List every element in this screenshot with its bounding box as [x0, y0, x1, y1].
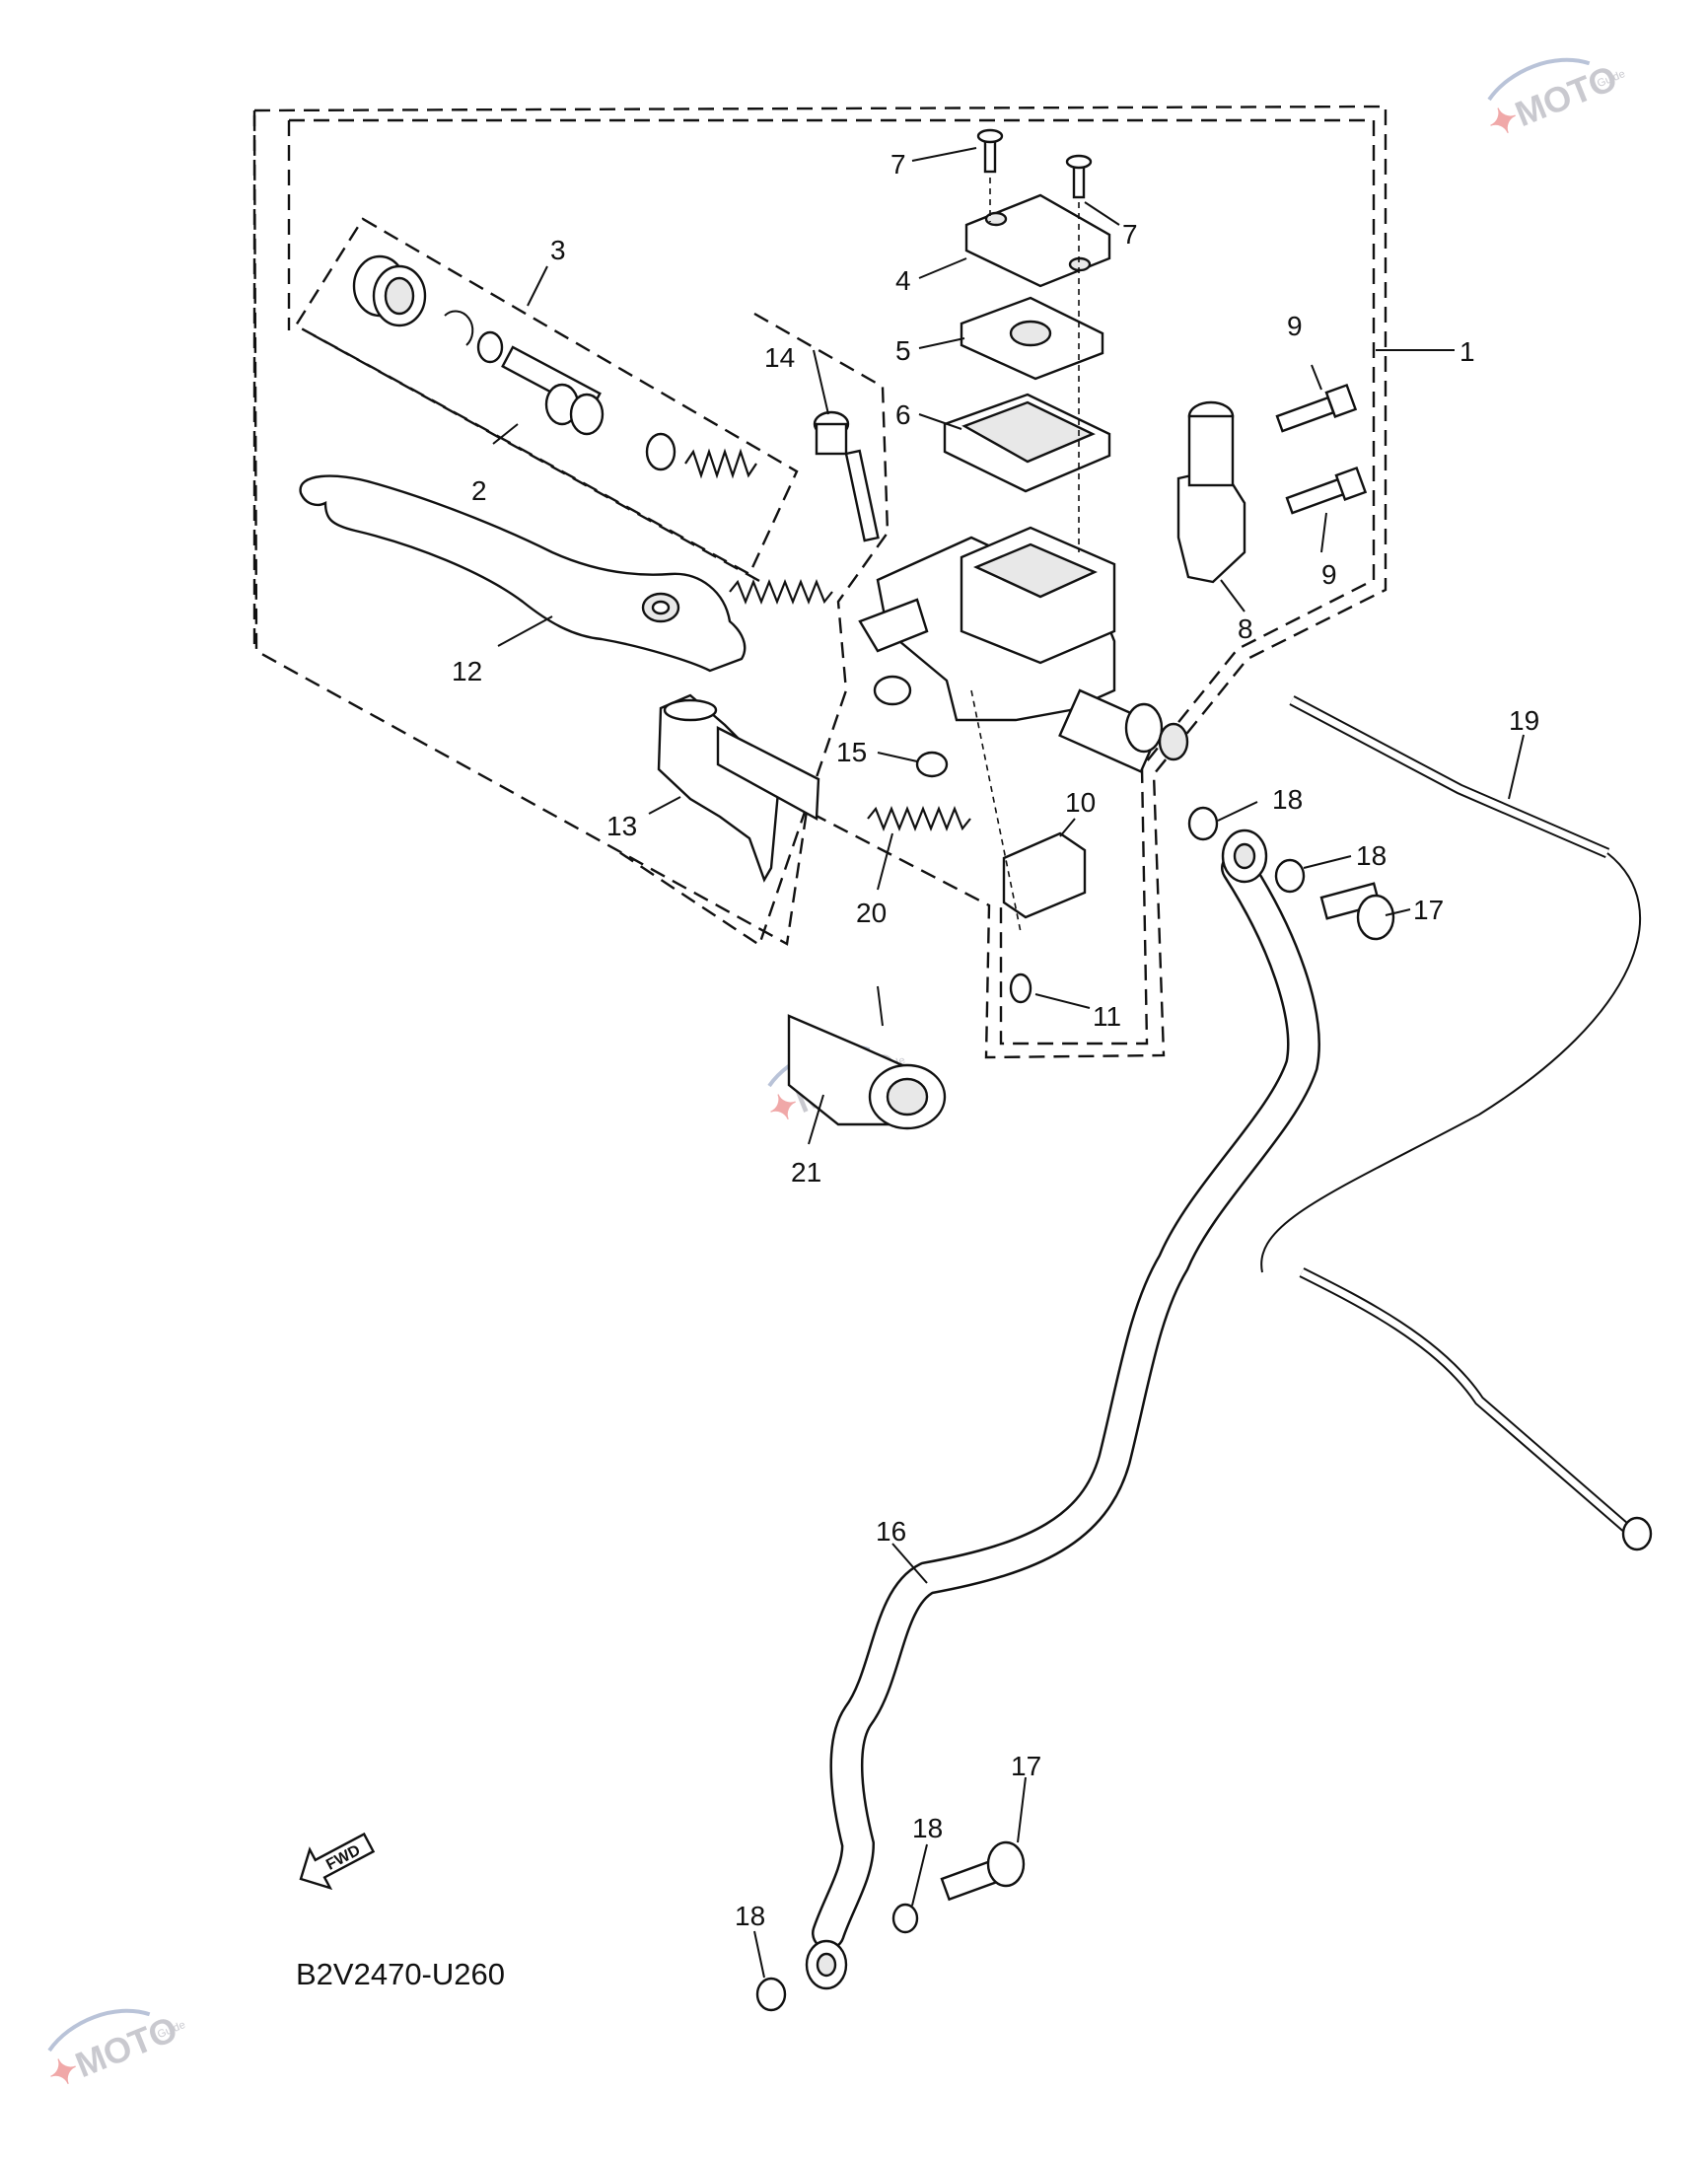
callout-15: 15 — [836, 737, 867, 767]
watermark-bottom-left: ✦MOTO Guide — [42, 2008, 187, 2097]
callout-12: 12 — [452, 656, 482, 686]
callouts: 1 2 3 4 5 6 7 7 8 9 9 10 11 12 13 14 15 … — [452, 149, 1539, 1931]
callout-14: 14 — [764, 342, 795, 373]
assembly-1-boundary-inner — [289, 118, 1376, 1045]
part-17-bolt-top — [1319, 882, 1395, 941]
part-15-nut — [915, 751, 949, 778]
callout-2: 2 — [471, 475, 487, 506]
callout-18-c: 18 — [912, 1813, 943, 1843]
callout-18-a: 18 — [1272, 784, 1303, 815]
part-13-adjuster — [657, 693, 971, 883]
callout-20: 20 — [856, 898, 887, 928]
callout-3: 3 — [550, 235, 566, 265]
callout-17-a: 17 — [1413, 895, 1444, 925]
lever-holder-boundary — [615, 312, 890, 947]
part-3-piston-cup — [352, 254, 757, 479]
master-cylinder-body — [858, 526, 1189, 773]
part-11-screw — [1009, 973, 1032, 1004]
part-10-switch — [970, 689, 1087, 933]
part-14-bolt — [813, 410, 880, 542]
callout-8: 8 — [1238, 613, 1253, 644]
part-18-washer-b — [1274, 858, 1306, 894]
part-4-cap — [964, 193, 1111, 288]
callout-5: 5 — [895, 335, 911, 366]
callout-9-b: 9 — [1321, 559, 1337, 590]
callout-18-b: 18 — [1356, 840, 1387, 871]
piston-kit-boundary — [294, 217, 799, 576]
callout-13: 13 — [606, 811, 637, 841]
callout-21: 21 — [791, 1157, 821, 1188]
callout-6: 6 — [895, 399, 911, 430]
part-8-clamp — [1176, 400, 1246, 584]
callout-19: 19 — [1509, 705, 1539, 736]
callout-10: 10 — [1065, 787, 1096, 818]
part-12-brake-lever — [299, 474, 747, 673]
part-16-brake-hose — [805, 829, 1320, 1990]
callout-16: 16 — [876, 1516, 906, 1547]
leader-lines — [492, 147, 1525, 1979]
fwd-arrow-icon: FWD — [299, 1832, 376, 1891]
callout-17-b: 17 — [1011, 1751, 1041, 1781]
diagram-code: B2V2470-U260 — [296, 1957, 505, 1991]
watermark-top-right: ✦MOTO Guide — [1482, 57, 1627, 146]
callout-18-d: 18 — [735, 1901, 765, 1931]
piston-kit-boundary-inner — [313, 333, 762, 584]
part-19-cable — [1260, 695, 1653, 1551]
part-20-lever-spring — [729, 579, 833, 605]
callout-7-a: 7 — [890, 149, 906, 180]
callout-7-b: 7 — [1122, 219, 1138, 250]
part-5-plate — [960, 296, 1104, 381]
part-18-washer-d — [755, 1977, 787, 2012]
part-18-washer-c — [891, 1903, 919, 1934]
callout-11: 11 — [1093, 1001, 1121, 1032]
assembly-1-boundary-outer — [252, 105, 1388, 1059]
part-21-clip — [787, 985, 947, 1130]
callout-1: 1 — [1459, 336, 1475, 367]
part-6-diaphragm — [943, 393, 1111, 493]
svg-text:✦MOTO: ✦MOTO — [42, 2008, 183, 2097]
callout-4: 4 — [895, 265, 911, 296]
part-7-screws — [976, 128, 1093, 552]
svg-text:✦MOTO: ✦MOTO — [1482, 57, 1623, 146]
part-18-washer-a — [1187, 806, 1219, 841]
part-17-bolt-bottom — [940, 1840, 1026, 1902]
callout-9-a: 9 — [1287, 311, 1303, 341]
part-9-bolts — [1275, 383, 1368, 515]
